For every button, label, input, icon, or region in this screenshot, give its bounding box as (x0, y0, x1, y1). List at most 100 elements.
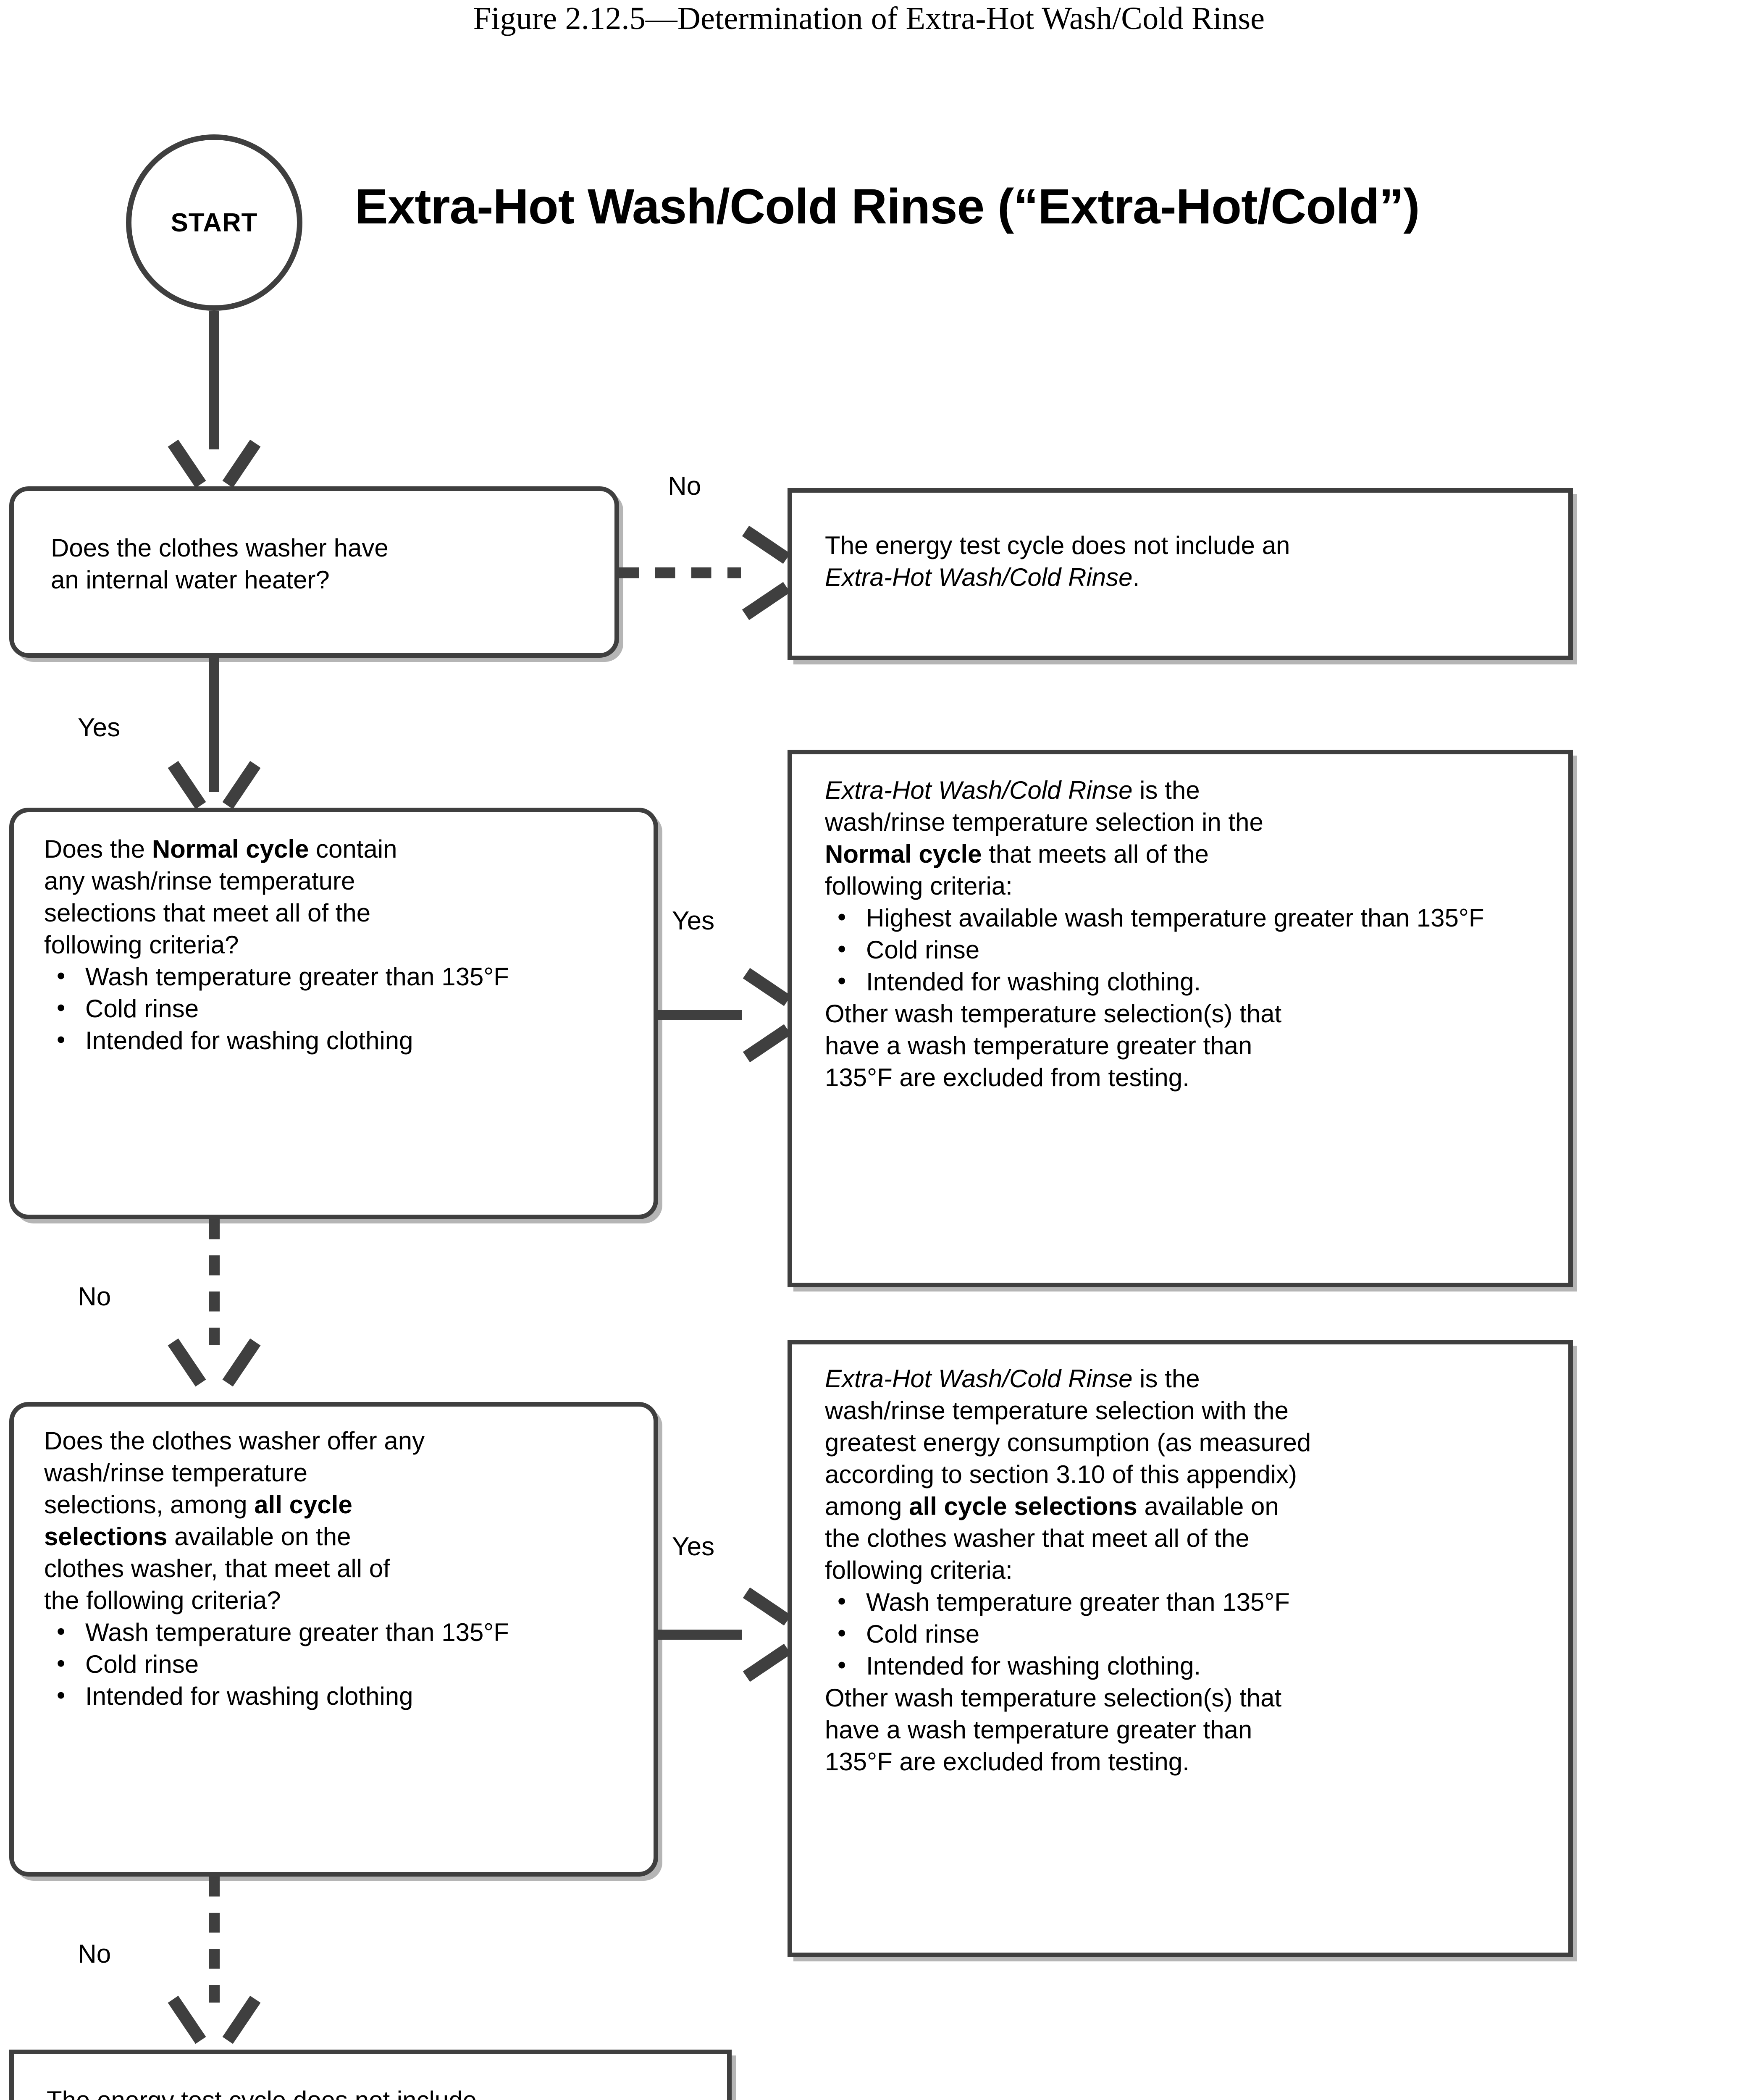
q3-l4a-bold: selections (44, 1522, 168, 1551)
r3-line-6: the clothes washer that meet all of the (825, 1524, 1250, 1552)
r2-line-1: Extra-Hot Wash/Cold Rinse is the (825, 774, 1568, 806)
r3-after-3: 135°F are excluded from testing. (825, 1748, 1189, 1776)
r3-line-2: wash/rinse temperature selection with th… (825, 1396, 1289, 1425)
connector-q3-r4-arrowhead (183, 1991, 246, 2041)
decision-normal-cycle-selections[interactable]: Does the Normal cycle contain any wash/r… (9, 808, 658, 1219)
q3-l3b-bold: all cycle (254, 1491, 352, 1519)
r3-criteria-list: Wash temperature greater than 135°F Cold… (825, 1586, 1568, 1682)
figure-title: Figure 2.12.5—Determination of Extra-Hot… (473, 1, 1265, 36)
result-no-extra-hot-top: The energy test cycle does not include a… (788, 488, 1573, 660)
q2-l1b-bold: Normal cycle (152, 835, 309, 863)
diagram-heading: Extra-Hot Wash/Cold Rinse (“Extra-Hot/Co… (355, 179, 1420, 234)
q3-line-4: selections available on the (44, 1521, 654, 1553)
r4-line-1: The energy test cycle does not include (47, 2084, 727, 2100)
result-r1-text: The energy test cycle does not include a… (792, 493, 1568, 593)
connector-q2-q3-dotted (209, 1219, 220, 1345)
r3-t5b-bold: all cycle selections (909, 1492, 1137, 1520)
start-node: START (126, 134, 302, 311)
decision-q1-text: Does the clothes washer have an internal… (14, 491, 614, 596)
r3-line-3: greatest energy consumption (as measured (825, 1428, 1311, 1457)
q2-l1c: contain (309, 835, 397, 863)
r3-bullet-3: Intended for washing clothing. (825, 1649, 1568, 1682)
result-no-extra-hot-bottom: The energy test cycle does not include a… (9, 2050, 732, 2100)
decision-q2-text: Does the Normal cycle contain any wash/r… (14, 812, 654, 1057)
r2-bullet-1: Highest available wash temperature great… (825, 901, 1568, 934)
q3-line-3: selections, among all cycle (44, 1489, 654, 1521)
r3-after-2: have a wash temperature greater than (825, 1716, 1252, 1744)
r3-term: Extra-Hot Wash/Cold Rinse (825, 1365, 1133, 1393)
connector-q1-r1-dotted (619, 567, 741, 578)
q2-bullet-1: Wash temperature greater than 135°F (44, 960, 654, 993)
r2-t1: is the (1132, 776, 1200, 804)
r2-after-3: 135°F are excluded from testing. (825, 1063, 1189, 1092)
r3-t1: is the (1132, 1365, 1200, 1393)
r2-line-4: following criteria: (825, 872, 1013, 900)
result-r2-text: Extra-Hot Wash/Cold Rinse is the wash/ri… (792, 754, 1568, 1094)
edge-label-q2-yes: Yes (672, 906, 715, 935)
q2-line-2: any wash/rinse temperature (44, 867, 355, 895)
r2-criteria-list: Highest available wash temperature great… (825, 901, 1568, 998)
result-r4-text: The energy test cycle does not include a… (14, 2054, 727, 2100)
r3-line-4: according to section 3.10 of this append… (825, 1460, 1297, 1488)
r2-t3b: that meets all of the (982, 840, 1209, 868)
q3-line-1: Does the clothes washer offer any (44, 1427, 425, 1455)
q2-bullet-2: Cold rinse (44, 992, 654, 1025)
r3-bullet-2: Cold rinse (825, 1617, 1568, 1650)
q2-line-3: selections that meet all of the (44, 899, 371, 927)
connector-q3-r4-dotted (209, 1877, 220, 2003)
edge-label-q3-yes: Yes (672, 1532, 715, 1561)
result-all-cycles-extra-hot: Extra-Hot Wash/Cold Rinse is the wash/ri… (788, 1340, 1573, 1957)
connector-start-q1-line (209, 311, 219, 449)
connector-q3-r3-line (658, 1630, 742, 1640)
result-r3-text: Extra-Hot Wash/Cold Rinse is the wash/ri… (792, 1344, 1568, 1778)
decision-q3-text: Does the clothes washer offer any wash/r… (14, 1407, 654, 1712)
q2-line-1: Does the Normal cycle contain (44, 833, 654, 865)
connector-q1-r1-arrowhead (737, 541, 788, 604)
connector-start-q1-arrowhead (183, 435, 246, 485)
q2-line-4: following criteria? (44, 931, 239, 959)
q3-l4b: available on the (167, 1522, 351, 1551)
r2-bullet-2: Cold rinse (825, 933, 1568, 966)
q1-line-2: an internal water heater? (51, 566, 330, 594)
r2-after-2: have a wash temperature greater than (825, 1032, 1252, 1060)
decision-internal-water-heater[interactable]: Does the clothes washer have an internal… (9, 486, 619, 658)
q2-l1a: Does the (44, 835, 152, 863)
r3-line-7: following criteria: (825, 1556, 1013, 1584)
q3-bullet-3: Intended for washing clothing (44, 1680, 654, 1712)
r1-paragraph-2: Extra-Hot Wash/Cold Rinse. (825, 562, 1568, 593)
r3-after-1: Other wash temperature selection(s) that (825, 1684, 1282, 1712)
q3-bullet-1: Wash temperature greater than 135°F (44, 1616, 654, 1648)
r2-line-3: Normal cycle that meets all of the (825, 838, 1568, 870)
q3-line-5: clothes washer, that meet all of (44, 1554, 390, 1583)
edge-label-q1-yes: Yes (78, 713, 121, 742)
result-normal-cycle-extra-hot: Extra-Hot Wash/Cold Rinse is the wash/ri… (788, 750, 1573, 1287)
connector-q2-r2-line (658, 1010, 742, 1020)
q3-bullet-2: Cold rinse (44, 1648, 654, 1680)
r2-term: Extra-Hot Wash/Cold Rinse (825, 776, 1133, 804)
q3-l3a: selections, among (44, 1491, 255, 1519)
q3-line-2: wash/rinse temperature (44, 1459, 307, 1487)
connector-q3-r3-arrowhead (738, 1603, 788, 1666)
q3-criteria-list: Wash temperature greater than 135°F Cold… (44, 1616, 654, 1712)
connector-q2-r2-arrowhead (738, 984, 788, 1047)
r1-term: Extra-Hot Wash/Cold Rinse (825, 563, 1133, 591)
connector-q2-q3-arrowhead (183, 1334, 246, 1384)
q1-line-1: Does the clothes washer have (51, 534, 389, 562)
r3-t5a: among (825, 1492, 909, 1520)
r1-tail: . (1132, 563, 1140, 591)
r1-paragraph: The energy test cycle does not include a… (825, 530, 1568, 562)
start-label: START (171, 208, 258, 237)
decision-all-cycle-selections[interactable]: Does the clothes washer offer any wash/r… (9, 1402, 658, 1877)
r3-t5c: available on (1137, 1492, 1279, 1520)
r2-after-1: Other wash temperature selection(s) that (825, 1000, 1282, 1028)
r3-line-5: among all cycle selections available on (825, 1491, 1568, 1522)
edge-label-q3-no: No (78, 1940, 111, 1969)
r2-t3a-bold: Normal cycle (825, 840, 982, 868)
q2-criteria-list: Wash temperature greater than 135°F Cold… (44, 960, 654, 1057)
r1-lead: The energy test cycle does not include a… (825, 531, 1290, 559)
q3-line-6: the following criteria? (44, 1586, 281, 1614)
edge-label-q2-no: No (78, 1282, 111, 1311)
q2-bullet-3: Intended for washing clothing (44, 1024, 654, 1057)
r2-bullet-3: Intended for washing clothing. (825, 965, 1568, 998)
connector-q1-q2-arrowhead (183, 756, 246, 806)
